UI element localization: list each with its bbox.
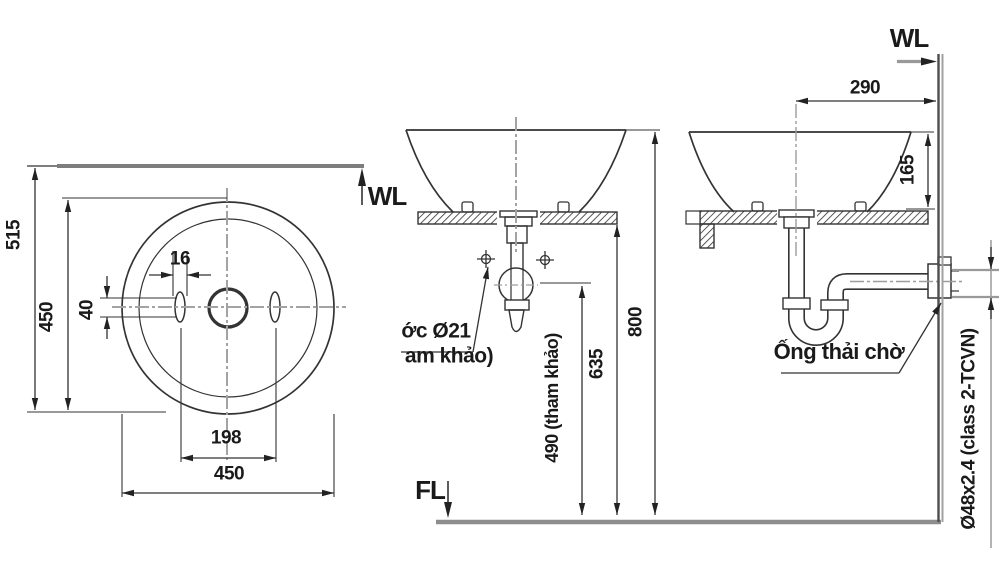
fl-label: FL (415, 475, 446, 505)
mounting-bolt (557, 201, 570, 213)
dim-16-label: 16 (169, 248, 191, 270)
dim-490-label: 490 (tham khảo) (542, 333, 562, 463)
dim-40-label: 40 (76, 299, 98, 321)
wl-arrow (358, 168, 366, 186)
note-leader (472, 266, 490, 353)
centerlines (112, 188, 346, 460)
drain-spec-note-line2: am khảo) (404, 344, 494, 368)
wl-arrow-right (921, 57, 937, 66)
dim-198-label: 198 (210, 427, 242, 449)
slip-nut (782, 297, 811, 310)
dim-450-bottom-label: 450 (213, 463, 245, 485)
dim-290-label: 290 (849, 77, 881, 99)
mounting-bolt (461, 201, 474, 213)
front-view (401, 117, 941, 525)
wl-label-side-view: WL (889, 23, 929, 53)
top-view (27, 164, 366, 497)
pipe-spec-label: Ø48x2.4 (class 2-TCVN) (958, 328, 980, 530)
dim-450-left-label: 450 (36, 301, 58, 333)
drain-note-leader (898, 302, 942, 374)
dim-165-label: 165 (897, 154, 919, 186)
drain-spec-note-line1: ớc Ø21 (401, 319, 471, 343)
slip-nut (504, 299, 530, 311)
dim-635-label: 635 (586, 348, 608, 380)
drain-waiting-pipe-label: Ống thải chờ (773, 339, 905, 364)
wl-label-top-view: WL (367, 181, 407, 211)
centerlines-side (795, 104, 962, 283)
mounting-bolt (751, 201, 764, 212)
mounting-bolt (854, 201, 867, 212)
side-view (685, 54, 999, 548)
dim-515-label: 515 (3, 219, 25, 251)
slip-nut (820, 299, 849, 311)
dim-800-label: 800 (625, 306, 647, 338)
position-marker (477, 250, 554, 269)
drain-tail (508, 309, 525, 333)
fl-arrow (444, 502, 452, 518)
